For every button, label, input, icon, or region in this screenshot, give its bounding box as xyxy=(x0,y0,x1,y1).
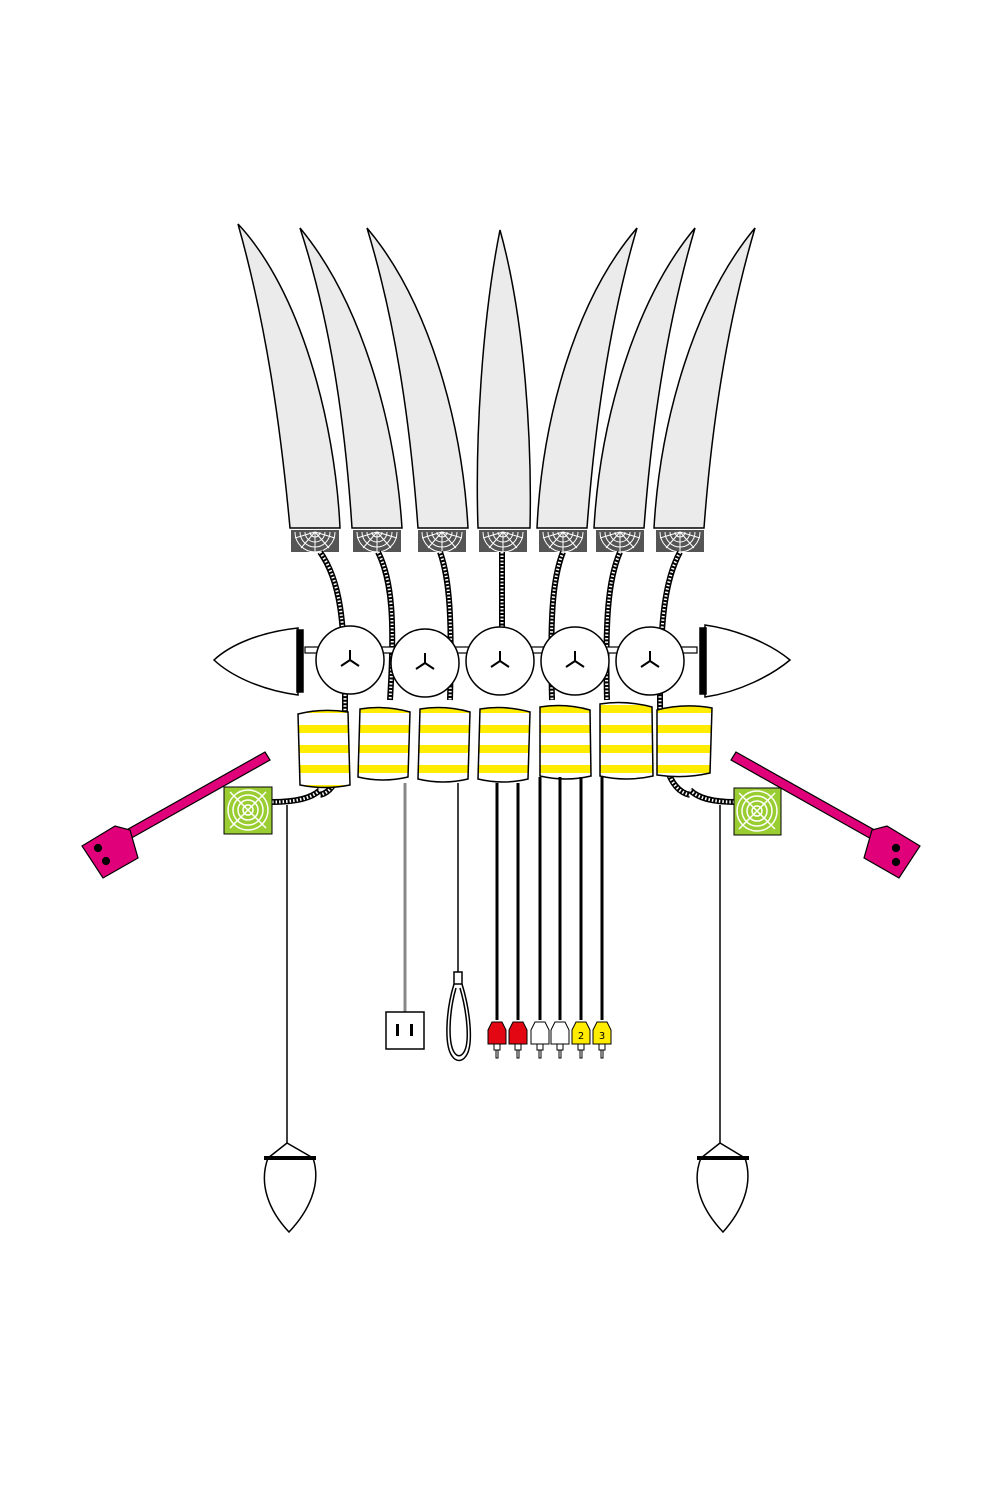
striped-bands xyxy=(297,701,713,789)
feather-3 xyxy=(366,227,469,529)
knobs xyxy=(315,625,685,698)
right-fan-icon xyxy=(733,787,782,836)
band-1 xyxy=(297,709,351,789)
band-7 xyxy=(656,705,713,778)
knob-3 xyxy=(465,626,535,696)
rca-plug-yellow-3 xyxy=(592,1021,612,1059)
right-leaf-clamp xyxy=(699,627,707,695)
hanging-cables: 2 3 xyxy=(385,777,612,1062)
fans xyxy=(223,786,782,836)
left-magenta-handle xyxy=(81,751,271,879)
pendulums xyxy=(263,805,749,1234)
right-magenta-handle xyxy=(730,751,921,879)
lanyard-loop-icon xyxy=(446,971,472,1062)
magenta-handles xyxy=(81,751,921,879)
grille-icon xyxy=(353,530,401,553)
grille-icon xyxy=(596,530,644,553)
grille-icon xyxy=(539,530,587,553)
feather-grilles xyxy=(291,530,704,553)
rca-label-2: 2 xyxy=(578,1031,584,1042)
band-4 xyxy=(477,706,531,783)
knob-2 xyxy=(390,628,460,698)
band-3 xyxy=(417,706,471,783)
rca-plug-red-2 xyxy=(508,1021,528,1059)
knob-5 xyxy=(615,626,685,696)
left-fan-icon xyxy=(223,786,273,835)
right-leaf xyxy=(704,624,792,698)
grille-icon xyxy=(291,530,339,553)
grille-icon xyxy=(418,530,466,553)
left-leaf-clamp xyxy=(296,629,304,693)
grille-icon xyxy=(656,530,704,553)
rca-plug-white-1 xyxy=(530,1021,550,1059)
band-6 xyxy=(599,701,654,780)
left-pendulum xyxy=(263,1142,317,1234)
side-leaves xyxy=(212,624,792,698)
grille-icon xyxy=(479,530,527,553)
rca-plug-white-2 xyxy=(550,1021,570,1059)
left-leaf xyxy=(212,627,299,696)
feathers xyxy=(237,223,756,529)
power-outlet-icon xyxy=(385,1011,425,1050)
rca-plug-yellow-2 xyxy=(571,1021,591,1059)
band-5 xyxy=(539,704,592,780)
rca-label-3: 3 xyxy=(599,1031,605,1042)
feather-2 xyxy=(299,227,403,529)
feather-1 xyxy=(237,223,341,529)
feather-6 xyxy=(593,227,696,529)
feather-4 xyxy=(476,229,532,529)
feather-5 xyxy=(536,227,638,529)
band-2 xyxy=(357,706,411,781)
knob-1 xyxy=(315,625,385,695)
feather-7 xyxy=(653,227,756,529)
rca-plug-red-1 xyxy=(487,1021,507,1059)
right-pendulum xyxy=(696,1142,749,1234)
knob-4 xyxy=(540,626,610,696)
